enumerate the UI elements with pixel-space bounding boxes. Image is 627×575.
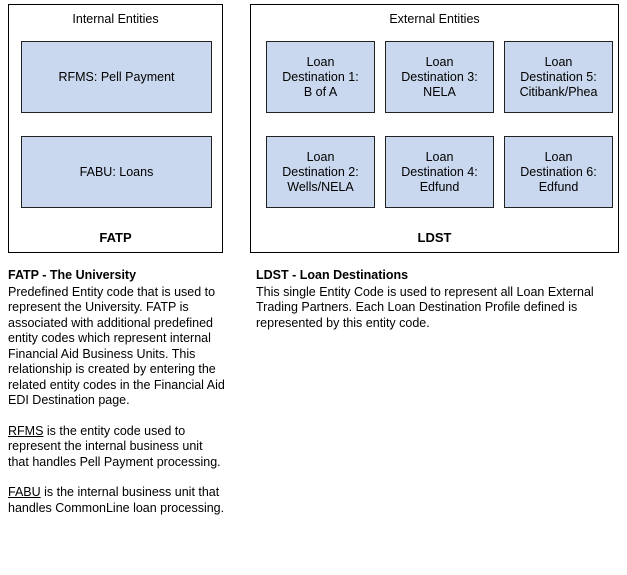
node-loan-destination-6[interactable]: Loan Destination 6: Edfund <box>504 136 613 208</box>
node-loan-destination-4-line2: Destination 4: <box>401 164 478 179</box>
node-loan-destination-1[interactable]: Loan Destination 1: B of A <box>266 41 375 113</box>
ldst-notes-heading: LDST - Loan Destinations <box>256 268 409 282</box>
node-loan-destination-4-line1: Loan <box>425 149 454 164</box>
node-loan-destination-2-line3: Wells/NELA <box>287 179 354 194</box>
internal-entities-panel: Internal Entities RFMS: Pell Payment FAB… <box>8 4 223 253</box>
rfms-term: RFMS <box>8 423 44 438</box>
node-loan-destination-5-line1: Loan <box>544 54 573 69</box>
external-entities-panel: External Entities Loan Destination 1: B … <box>250 4 619 253</box>
node-loan-destination-6-line2: Destination 6: <box>520 164 597 179</box>
node-loan-destination-5[interactable]: Loan Destination 5: Citibank/Phea <box>504 41 613 113</box>
node-loan-destination-1-line2: Destination 1: <box>282 69 359 84</box>
node-loan-destination-3-line3: NELA <box>423 84 456 99</box>
node-rfms-pell-payment[interactable]: RFMS: Pell Payment <box>21 41 212 113</box>
fatp-notes-block: FATP - The University Predefined Entity … <box>8 268 226 516</box>
node-loan-destination-5-line3: Citibank/Phea <box>519 84 598 99</box>
node-loan-destination-2[interactable]: Loan Destination 2: Wells/NELA <box>266 136 375 208</box>
node-loan-destination-3-line1: Loan <box>425 54 454 69</box>
fabu-term-description: is the internal business unit that handl… <box>8 485 225 515</box>
node-loan-destination-2-line2: Destination 2: <box>282 164 359 179</box>
node-loan-destination-3[interactable]: Loan Destination 3: NELA <box>385 41 494 113</box>
node-loan-destination-6-line1: Loan <box>544 149 573 164</box>
ldst-notes-block: LDST - Loan Destinations This single Ent… <box>256 268 616 331</box>
fatp-notes-heading: FATP - The University <box>8 268 137 282</box>
node-loan-destination-3-line2: Destination 3: <box>401 69 478 84</box>
external-entities-footer-code: LDST <box>417 230 452 245</box>
internal-entities-footer-code: FATP <box>99 230 132 245</box>
node-loan-destination-5-line2: Destination 5: <box>520 69 597 84</box>
ldst-notes-paragraph-1: This single Entity Code is used to repre… <box>256 284 594 330</box>
node-fabu-loans[interactable]: FABU: Loans <box>21 136 212 208</box>
node-loan-destination-4-line3: Edfund <box>419 179 460 194</box>
node-loan-destination-2-line1: Loan <box>306 149 335 164</box>
node-loan-destination-6-line3: Edfund <box>538 179 579 194</box>
node-loan-destination-1-line3: B of A <box>303 84 338 99</box>
node-loan-destination-1-line1: Loan <box>306 54 335 69</box>
node-loan-destination-4[interactable]: Loan Destination 4: Edfund <box>385 136 494 208</box>
fatp-notes-paragraph-3: FABU is the internal business unit that … <box>8 485 226 516</box>
fatp-notes-paragraph-2: RFMS is the entity code used to represen… <box>8 424 226 471</box>
node-rfms-label: RFMS: Pell Payment <box>58 69 175 84</box>
external-entities-title: External Entities <box>389 12 480 26</box>
internal-entities-title: Internal Entities <box>72 12 159 26</box>
fabu-term: FABU <box>8 485 41 499</box>
rfms-term-description: is the entity code used to represent the… <box>8 423 221 469</box>
node-fabu-label: FABU: Loans <box>79 164 154 179</box>
fatp-notes-paragraph-1: Predefined Entity code that is used to r… <box>8 284 225 408</box>
